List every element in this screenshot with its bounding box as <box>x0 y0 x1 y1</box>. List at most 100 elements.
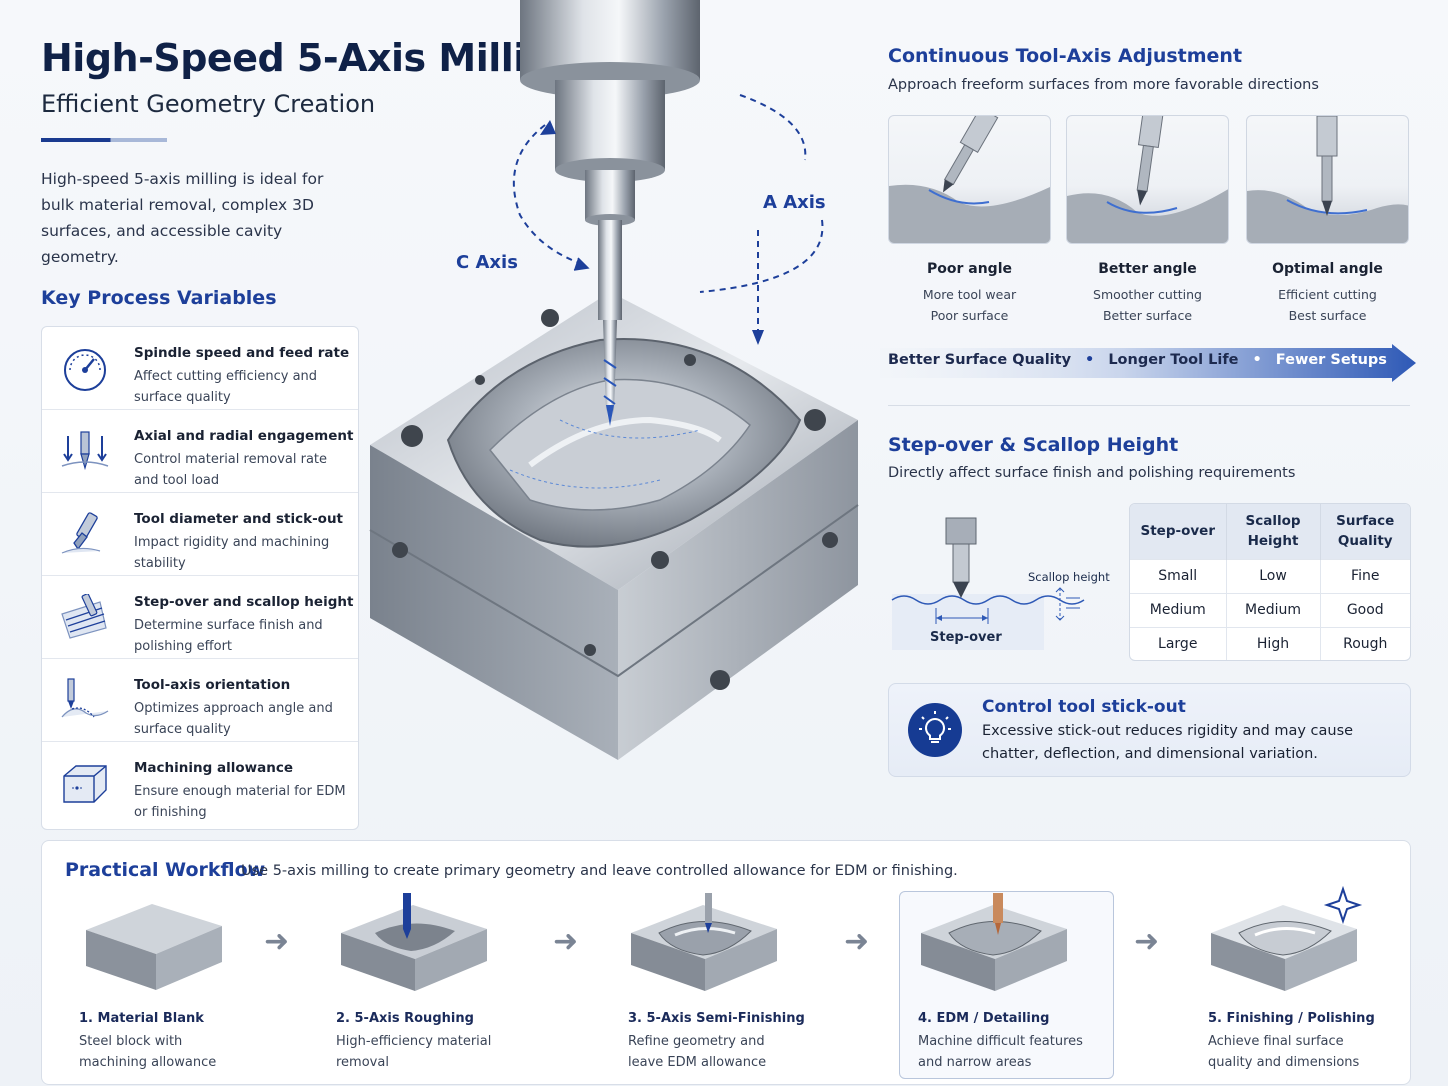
poor-angle-title: Poor angle <box>926 261 1012 277</box>
optimal-angle-illustration <box>1247 116 1408 243</box>
poor-angle-card <box>888 115 1051 244</box>
workflow-step-desc: Machine difficult features and narrow ar… <box>918 1034 1083 1070</box>
table-cell: Medium <box>1130 592 1227 627</box>
variable-item: Step-over and scallop height Determine s… <box>42 576 358 659</box>
variable-title: Spindle speed and feed rate <box>134 345 350 361</box>
stepover-heading: Step-over & Scallop Height <box>888 434 1179 456</box>
workflow-step-title: 2. 5-Axis Roughing <box>336 1011 474 1026</box>
variable-title: Tool-axis orientation <box>134 677 291 693</box>
table-header: Scallop Height <box>1226 504 1321 559</box>
stepover-subtitle: Directly affect surface finish and polis… <box>888 465 1296 481</box>
intro-text: High-speed 5-axis milling is ideal for b… <box>41 170 324 266</box>
table-cell: Rough <box>1320 626 1410 660</box>
table-cell: Low <box>1226 558 1321 593</box>
lightbulb-icon <box>908 703 962 757</box>
table-cell: Good <box>1320 592 1410 627</box>
stepover-diagram <box>891 517 1085 650</box>
optimal-angle-title: Optimal angle <box>1272 261 1383 277</box>
material-blank-image <box>86 904 222 990</box>
engagement-arrows-icon <box>61 431 109 471</box>
workflow-step-title: 5. Finishing / Polishing <box>1208 1011 1375 1026</box>
tool-axis-icon <box>61 678 109 718</box>
workflow-arrow-icon: ➜ <box>1134 924 1160 959</box>
workflow-step-desc: Steel block with machining allowance <box>79 1034 217 1070</box>
variable-desc: Determine surface finish and polishing e… <box>134 618 323 654</box>
table-row: Large High Rough <box>1130 626 1410 660</box>
benefits-list: Better Surface Quality•Longer Tool Life•… <box>888 352 1387 368</box>
workflow-step-title: 3. 5-Axis Semi-Finishing <box>628 1011 805 1026</box>
workflow-step-desc: Achieve final surface quality and dimens… <box>1208 1034 1360 1070</box>
section-divider <box>888 405 1410 406</box>
workflow-step-desc: High-efficiency material removal <box>336 1034 492 1070</box>
edm-image <box>921 893 1067 991</box>
workflow-step-title: 4. EDM / Detailing <box>918 1011 1050 1026</box>
gauge-icon <box>64 349 106 391</box>
tool-axis-heading: Continuous Tool-Axis Adjustment <box>888 45 1243 67</box>
poor-angle-line2: Poor surface <box>930 308 1009 323</box>
variable-title: Machining allowance <box>134 760 293 776</box>
table-header: Surface Quality <box>1320 504 1410 559</box>
optimal-angle-line1: Efficient cutting <box>1278 287 1377 302</box>
tip-box <box>888 683 1411 777</box>
workflow-arrow-icon: ➜ <box>264 924 290 959</box>
table-row: Small Low Fine <box>1130 558 1410 593</box>
workflow-subtitle: Use 5-axis milling to create primary geo… <box>241 863 958 879</box>
c-axis-label: C Axis <box>456 252 518 273</box>
tip-text: Excessive stick-out reduces rigidity and… <box>982 723 1354 762</box>
tip-title: Control tool stick-out <box>982 697 1186 717</box>
optimal-angle-card <box>1246 115 1409 244</box>
table-cell: Medium <box>1226 592 1321 627</box>
workflow-arrow-icon: ➜ <box>844 924 870 959</box>
stepover-icon <box>61 594 107 639</box>
sparkle-icon <box>1323 885 1363 925</box>
variable-desc: Impact rigidity and machining stability <box>134 535 330 571</box>
variable-desc: Control material removal rate and tool l… <box>134 452 328 488</box>
workflow-arrow-icon: ➜ <box>553 924 579 959</box>
benefit-tool-life: Longer Tool Life <box>1108 352 1239 368</box>
allowance-box-icon <box>63 765 107 803</box>
page-subtitle: Efficient Geometry Creation <box>41 90 376 118</box>
stepover-label: Step-over <box>930 630 1002 645</box>
table-cell: High <box>1226 626 1321 660</box>
key-variables-heading: Key Process Variables <box>41 287 277 309</box>
variable-item: Spindle speed and feed rate Affect cutti… <box>42 327 358 410</box>
roughing-image <box>341 893 487 991</box>
spindle <box>520 0 700 426</box>
table-row: Medium Medium Good <box>1130 592 1410 627</box>
key-variables-panel: Spindle speed and feed rate Affect cutti… <box>41 326 359 830</box>
variable-desc: Ensure enough material for EDM or finish… <box>134 784 346 820</box>
variable-desc: Optimizes approach angle and surface qua… <box>134 701 333 737</box>
workflow-step-title: 1. Material Blank <box>79 1011 204 1026</box>
five-axis-machine-illustration <box>369 0 859 760</box>
variable-item: Axial and radial engagement Control mate… <box>42 410 358 493</box>
variable-title: Axial and radial engagement <box>134 428 354 444</box>
variable-title: Step-over and scallop height <box>134 594 354 610</box>
stepover-table: Step-over Scallop Height Surface Quality… <box>1129 503 1411 661</box>
poor-angle-line1: More tool wear <box>922 287 1017 302</box>
semi-finishing-image <box>631 893 777 991</box>
table-cell: Small <box>1130 558 1227 593</box>
better-angle-title: Better angle <box>1098 261 1197 277</box>
variable-item: Tool diameter and stick-out Impact rigid… <box>42 493 358 576</box>
table-cell: Large <box>1130 626 1227 660</box>
optimal-angle-line2: Best surface <box>1288 308 1367 323</box>
benefit-fewer-setups: Fewer Setups <box>1275 352 1387 368</box>
better-angle-illustration <box>1067 116 1228 243</box>
page-title: High-Speed 5-Axis Milling <box>41 36 580 80</box>
workflow-heading: Practical Workflow <box>65 859 266 881</box>
benefit-surface-quality: Better Surface Quality <box>888 352 1072 368</box>
better-angle-line2: Better surface <box>1102 308 1193 323</box>
variable-item: Machining allowance Ensure enough materi… <box>42 742 358 825</box>
variable-desc: Affect cutting efficiency and surface qu… <box>134 369 318 405</box>
table-header: Step-over <box>1130 504 1227 559</box>
poor-angle-illustration <box>889 116 1050 243</box>
better-angle-card <box>1066 115 1229 244</box>
finishing-image <box>1211 885 1363 991</box>
title-underline <box>41 138 167 142</box>
mold-block <box>369 292 859 760</box>
tool-axis-subtitle: Approach freeform surfaces from more fav… <box>888 77 1319 93</box>
workflow-step-desc: Refine geometry and leave EDM allowance <box>628 1034 767 1070</box>
table-cell: Fine <box>1320 558 1410 593</box>
scallop-height-label: Scallop height <box>1028 570 1110 584</box>
benefits-banner-arrow <box>880 344 1416 382</box>
